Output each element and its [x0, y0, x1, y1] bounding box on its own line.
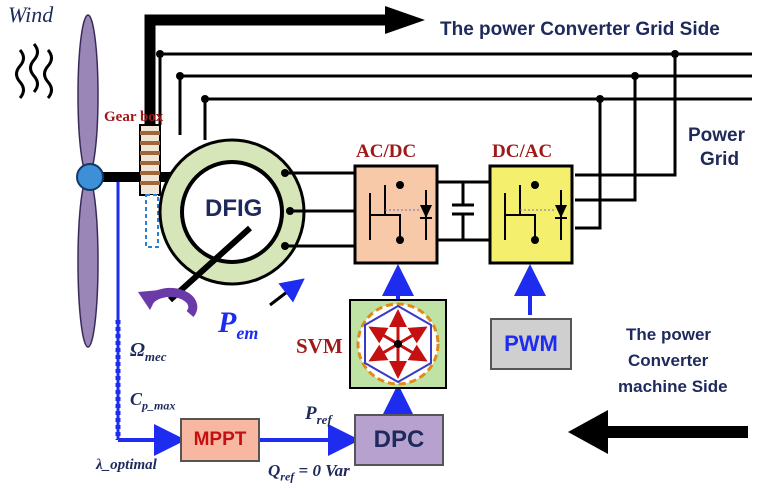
brush-rod [167, 225, 253, 303]
cp-max-label: Cp_max [130, 389, 176, 413]
pem-label: Pem [218, 306, 259, 343]
dc-link-capacitor [437, 180, 490, 242]
rotor-lines [285, 171, 355, 248]
power-grid-label-line1: Power [688, 125, 746, 146]
mppt-label: MPPT [193, 429, 247, 450]
dcac-converter [488, 164, 574, 265]
wind-label: Wind [8, 2, 54, 27]
pref-label: Pref [305, 403, 332, 427]
dfig-label: DFIG [205, 195, 263, 222]
machine-side-label-line1: The power [626, 325, 712, 344]
dpc-block: DPC [354, 414, 444, 466]
power-grid-label-line2: Grid [700, 149, 740, 170]
grid-bus-lines [158, 52, 752, 230]
acdc-converter [353, 164, 439, 265]
grid-side-label: The power Converter Grid Side [440, 19, 720, 40]
dpc-label: DPC [373, 426, 425, 453]
gearbox-label: Gear box [104, 109, 164, 125]
bus-junctions [156, 50, 679, 103]
pem-arrow-icon [269, 278, 305, 307]
omega-mec-label: Ωmec [130, 339, 167, 364]
shaft [92, 172, 142, 182]
acdc-label: AC/DC [356, 141, 417, 162]
gearbox-icon [139, 124, 161, 248]
dfig-generator-icon [158, 138, 306, 286]
svm-label: SVM [296, 334, 343, 358]
dcac-label: DC/AC [492, 141, 553, 162]
mppt-block: MPPT [180, 418, 260, 462]
svm-hexagon-icon [349, 299, 447, 389]
turbine-blades-icon [77, 14, 99, 348]
wind-lines-icon [15, 43, 53, 99]
machine-side-label-line2: Converter [628, 351, 709, 370]
pwm-block: PWM [490, 318, 572, 370]
pwm-label: PWM [504, 331, 558, 356]
machine-side-arrow-icon [568, 410, 748, 454]
qref-label: Qref = 0 Var [268, 461, 350, 484]
machine-side-label-line3: machine Side [618, 377, 728, 396]
lambda-optimal-label: λ_optimal [96, 457, 157, 473]
hub-icon [76, 163, 104, 191]
grid-side-arrow-icon [144, 6, 425, 125]
